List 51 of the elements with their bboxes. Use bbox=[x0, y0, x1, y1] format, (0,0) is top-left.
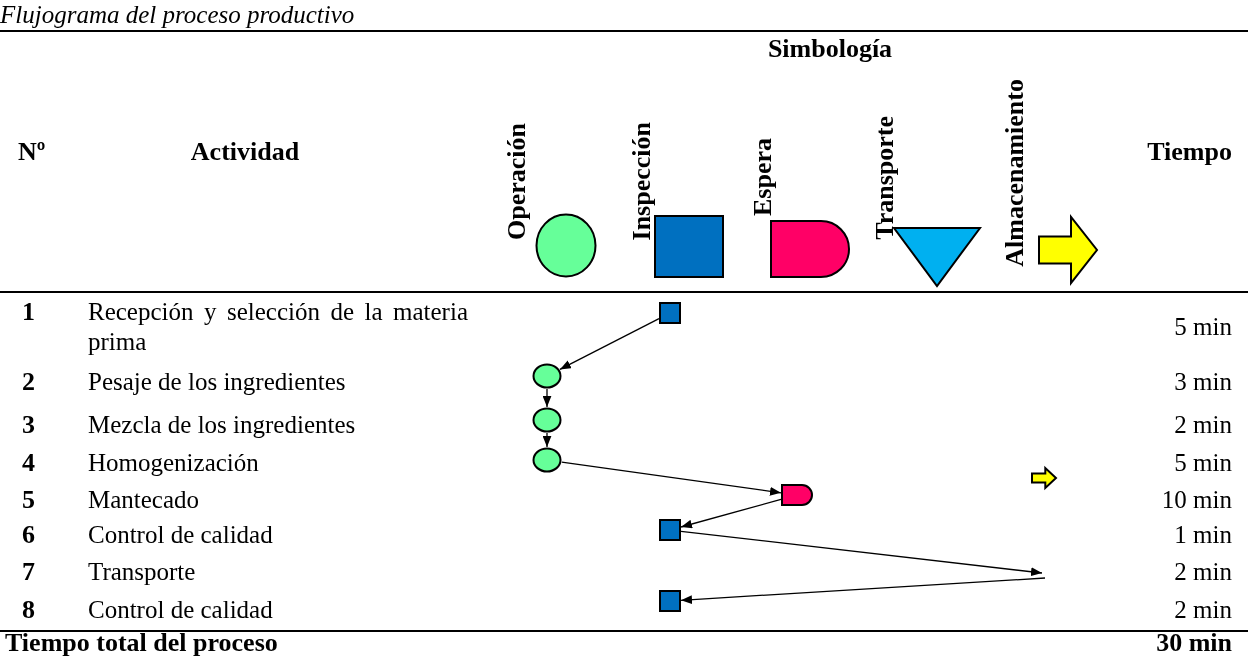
total-label: Tiempo total del proceso bbox=[5, 628, 278, 658]
arrow bbox=[680, 498, 782, 529]
time-value: 5 min bbox=[1174, 448, 1232, 478]
total-value: 30 min bbox=[1156, 628, 1232, 658]
time-value: 3 min bbox=[1174, 367, 1232, 397]
arrow bbox=[559, 317, 660, 371]
time-value: 1 min bbox=[1174, 520, 1232, 550]
time-value: 2 min bbox=[1174, 410, 1232, 440]
activity-text: Homogenización bbox=[88, 448, 260, 478]
arrow bbox=[561, 461, 782, 496]
activity-text: Control de calidad bbox=[88, 520, 274, 550]
step-number: 6 bbox=[22, 520, 35, 550]
time-value: 10 min bbox=[1161, 485, 1232, 515]
square-symbol bbox=[659, 302, 681, 324]
column-heading: Inspección bbox=[626, 121, 657, 240]
column-heading: Espera bbox=[747, 138, 778, 216]
time-value: 5 min bbox=[1174, 312, 1232, 342]
column-heading: Tiempo bbox=[1147, 137, 1232, 167]
step-number: 2 bbox=[22, 367, 35, 397]
column-heading: Nº bbox=[18, 137, 46, 167]
step-number: 3 bbox=[22, 410, 35, 440]
activity-text: Control de calidad bbox=[88, 595, 274, 625]
arrow bbox=[542, 432, 552, 448]
column-heading: Almacenamiento bbox=[999, 79, 1030, 267]
step-number: 4 bbox=[22, 448, 35, 478]
step-number: 7 bbox=[22, 557, 35, 587]
square-symbol bbox=[659, 519, 681, 541]
circle-symbol bbox=[532, 363, 562, 389]
circle-symbol bbox=[532, 407, 562, 433]
step-number: 1 bbox=[22, 297, 35, 327]
activity-text: Recepción y selección de la materia prima bbox=[88, 297, 468, 357]
step-number: 8 bbox=[22, 595, 35, 625]
column-group-heading: Simbología bbox=[767, 34, 893, 64]
activity-text: Pesaje de los ingredientes bbox=[88, 367, 347, 397]
column-heading: Operación bbox=[501, 123, 532, 240]
step-number: 5 bbox=[22, 485, 35, 515]
activity-text: Mezcla de los ingredientes bbox=[88, 410, 357, 440]
arrow-symbol bbox=[1031, 467, 1057, 489]
time-value: 2 min bbox=[1174, 557, 1232, 587]
arrow bbox=[680, 577, 1046, 604]
arrow bbox=[680, 530, 1043, 577]
arrow bbox=[542, 388, 552, 408]
square-symbol bbox=[659, 590, 681, 612]
diagram-title: Flujograma del proceso productivo bbox=[0, 0, 355, 30]
time-value: 2 min bbox=[1174, 595, 1232, 625]
activity-text: Mantecado bbox=[88, 485, 201, 515]
half-round-symbol bbox=[781, 484, 813, 506]
circle-symbol bbox=[532, 447, 562, 473]
column-heading: Transporte bbox=[869, 116, 900, 240]
activity-text: Transporte bbox=[88, 557, 197, 587]
column-heading: Actividad bbox=[190, 137, 300, 167]
